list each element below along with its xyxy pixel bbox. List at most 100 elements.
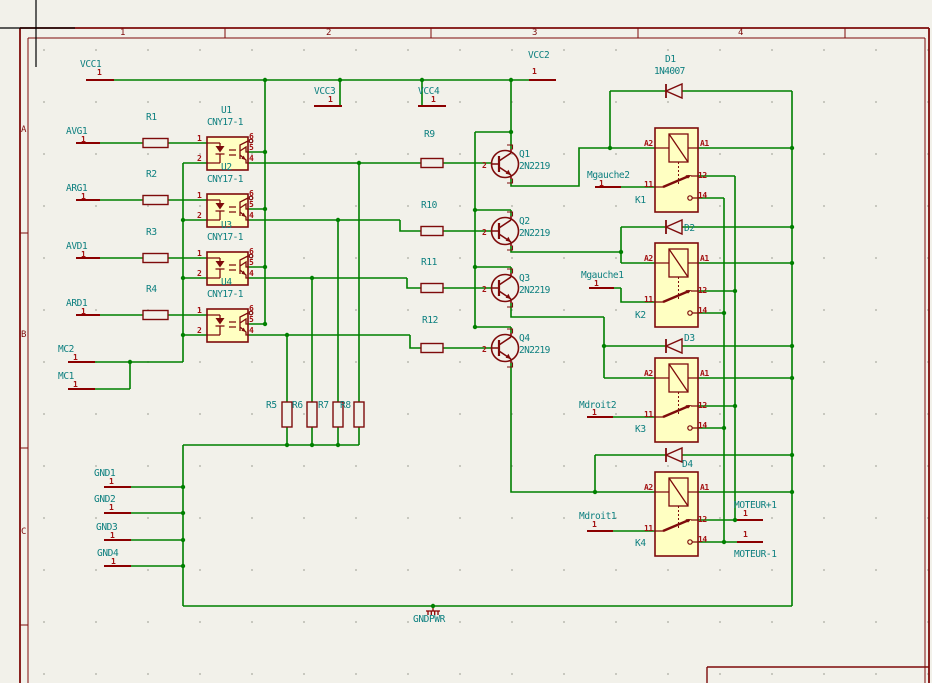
ref-label-u1[interactable]: U1 [221,105,232,116]
ref-label-r5[interactable]: R5 [266,400,277,411]
net-label-avd1[interactable]: AVD1 [66,241,88,252]
net-label-avg1[interactable]: AVG1 [66,126,88,137]
pin-number-4: 4 [249,154,254,163]
pin-number-2: 2 [197,326,202,335]
val-label-2n2219[interactable]: 2N2219 [519,285,550,296]
pin-number-12: 12 [698,515,707,524]
pin-number-a2: A2 [644,483,653,492]
ref-label-r9[interactable]: R9 [424,129,435,140]
net-label-gnd2[interactable]: GND2 [94,494,116,505]
net-label-mc1[interactable]: MC1 [58,371,74,382]
ref-label-d2[interactable]: D2 [684,223,695,234]
val-label-1n4007[interactable]: 1N4007 [654,66,685,77]
pin-number-1: 1 [97,68,102,77]
net-label-ard1[interactable]: ARD1 [66,298,88,309]
val-label-2n2219[interactable]: 2N2219 [519,345,550,356]
ref-label-r8[interactable]: R8 [340,400,351,411]
sheetlbl-label-2: 2 [326,28,332,38]
pin-number-11: 11 [644,524,653,533]
net-label-vcc2[interactable]: VCC2 [528,50,550,61]
net-label-gnd3[interactable]: GND3 [96,522,118,533]
pin-number-1: 1 [594,279,599,288]
net-label-mgauche2[interactable]: Mgauche2 [587,170,630,181]
val-label-cny17-1[interactable]: CNY17-1 [207,289,243,300]
ref-label-q2[interactable]: Q2 [519,216,530,227]
ref-label-r10[interactable]: R10 [421,200,437,211]
ref-label-d4[interactable]: D4 [682,459,693,470]
ref-label-u4[interactable]: U4 [221,277,232,288]
ref-label-r11[interactable]: R11 [421,257,437,268]
net-label-gnd1[interactable]: GND1 [94,468,116,479]
net-label-mdroit2[interactable]: Mdroit2 [579,400,617,411]
pin-number-1: 1 [81,307,86,316]
pin-number-1: 1 [197,306,202,315]
resistor-r10[interactable] [420,225,444,237]
ref-label-k2[interactable]: K2 [635,310,646,321]
pin-number-2: 2 [482,228,487,237]
net-label-moteur-1[interactable]: MOTEUR-1 [734,549,777,560]
pin-number-14: 14 [698,306,707,315]
ref-label-r6[interactable]: R6 [292,400,303,411]
net-label-arg1[interactable]: ARG1 [66,183,88,194]
net-label-gndpwr[interactable]: GNDPWR [413,614,445,625]
resistor-r5[interactable] [281,401,293,428]
net-label-vcc4[interactable]: VCC4 [418,86,440,97]
ref-label-r3[interactable]: R3 [146,227,157,238]
pin-number-1: 1 [81,135,86,144]
ref-label-k1[interactable]: K1 [635,195,646,206]
pin-number-6: 6 [249,132,254,141]
ref-label-k4[interactable]: K4 [635,538,646,549]
val-label-2n2219[interactable]: 2N2219 [519,228,550,239]
net-label-vcc3[interactable]: VCC3 [314,86,336,97]
ref-label-u3[interactable]: U3 [221,220,232,231]
ref-label-r1[interactable]: R1 [146,112,157,123]
net-label-vcc1[interactable]: VCC1 [80,59,102,70]
pin-number-2: 2 [197,211,202,220]
pin-number-1: 1 [73,380,78,389]
ref-label-u2[interactable]: U2 [221,162,232,173]
pin-number-11: 11 [644,180,653,189]
pin-number-1: 1 [431,95,436,104]
pin-number-12: 12 [698,286,707,295]
ref-label-d3[interactable]: D3 [684,333,695,344]
resistor-r3[interactable] [142,252,169,264]
pin-number-1: 1 [81,192,86,201]
ref-label-r7[interactable]: R7 [318,400,329,411]
pin-number-6: 6 [249,189,254,198]
resistor-r9[interactable] [420,157,444,169]
val-label-cny17-1[interactable]: CNY17-1 [207,117,243,128]
pin-number-4: 4 [249,211,254,220]
ref-label-q4[interactable]: Q4 [519,333,530,344]
ref-label-r4[interactable]: R4 [146,284,157,295]
ref-label-r2[interactable]: R2 [146,169,157,180]
resistor-r8[interactable] [353,401,365,428]
ref-label-q1[interactable]: Q1 [519,149,530,160]
net-label-mgauche1[interactable]: Mgauche1 [581,270,624,281]
sheetlbl-label-1: 1 [120,28,126,38]
resistor-r4[interactable] [142,309,169,321]
wire-segments[interactable] [95,79,793,607]
ref-label-r12[interactable]: R12 [422,315,438,326]
pin-number-4: 4 [249,269,254,278]
resistor-r1[interactable] [142,137,169,149]
pin-number-1: 1 [109,477,114,486]
ref-label-k3[interactable]: K3 [635,424,646,435]
resistor-r11[interactable] [420,282,444,294]
net-label-mdroit1[interactable]: Mdroit1 [579,511,617,522]
val-label-cny17-1[interactable]: CNY17-1 [207,232,243,243]
pin-number-6: 6 [249,247,254,256]
ref-label-q3[interactable]: Q3 [519,273,530,284]
net-label-moteur+1[interactable]: MOTEUR+1 [734,500,777,511]
net-label-gnd4[interactable]: GND4 [97,548,119,559]
val-label-cny17-1[interactable]: CNY17-1 [207,174,243,185]
val-label-2n2219[interactable]: 2N2219 [519,161,550,172]
resistor-r7[interactable] [332,401,344,428]
resistor-r2[interactable] [142,194,169,206]
net-label-mc2[interactable]: MC2 [58,344,74,355]
pin-number-1: 1 [197,134,202,143]
resistor-r6[interactable] [306,401,318,428]
ref-label-d1[interactable]: D1 [665,54,676,65]
resistor-r12[interactable] [420,342,444,354]
